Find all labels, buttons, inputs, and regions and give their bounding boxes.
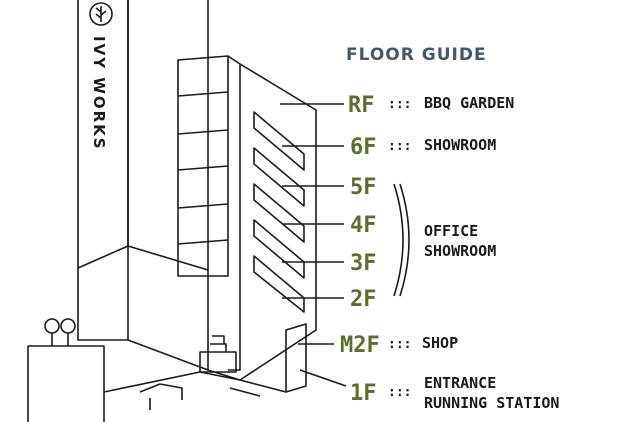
floor-label-4f: 4F [350, 213, 377, 238]
separator-dots: ::: [388, 97, 411, 112]
entrance-door [285, 323, 307, 393]
floor-desc-1f-line1: ENTRANCE [424, 374, 496, 392]
floor-label-5f: 5F [350, 175, 377, 200]
floor-desc-1f-line2: RUNNING STATION [424, 394, 559, 412]
round-sign-icon [44, 318, 60, 334]
floor-label-2f: 2F [350, 287, 377, 312]
group-desc-line2: SHOWROOM [424, 242, 496, 260]
floor-label-1f: 1F [350, 381, 377, 406]
group-desc-line1: OFFICE [424, 222, 478, 240]
floor-guide-title: FLOOR GUIDE [346, 45, 487, 65]
brand-text: IVY WORKS [90, 36, 108, 151]
separator-dots: ::: [388, 385, 411, 400]
separator-dots: ::: [388, 337, 411, 352]
floor-desc-m2f: SHOP [422, 334, 458, 352]
floor-desc-rf: BBQ GARDEN [424, 94, 514, 112]
floor-label-rf: RF [348, 93, 375, 118]
main-building [177, 55, 229, 277]
floor-desc-6f: SHOWROOM [424, 136, 496, 154]
floor-label-m2f: M2F [340, 333, 380, 358]
facade [239, 63, 317, 381]
floor-label-3f: 3F [350, 251, 377, 276]
leaf-logo-icon [89, 2, 113, 26]
leader-lines [280, 103, 347, 387]
round-sign-icon [60, 318, 76, 334]
floor-bracket [393, 183, 410, 297]
separator-dots: ::: [388, 139, 411, 154]
floor-label-6f: 6F [350, 135, 377, 160]
